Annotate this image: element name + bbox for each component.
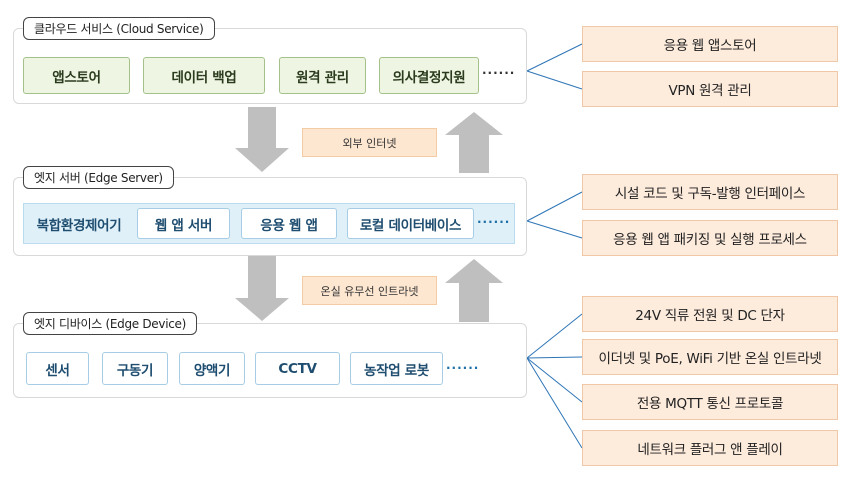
module-local-database: 로컬 데이터베이스 <box>347 208 474 239</box>
arrow-down-cloud-to-server <box>235 107 289 172</box>
feature-network-plug-and-play: 네트워크 플러그 앤 플레이 <box>582 430 838 466</box>
network-external-internet: 외부 인터넷 <box>302 128 437 157</box>
module-farming-robot: 농작업 로봇 <box>350 352 443 385</box>
feature-ethernet-poe-wifi: 이더넷 및 PoE, WiFi 기반 온실 인트라넷 <box>582 339 838 375</box>
cloud-more-dots: ······ <box>482 66 516 80</box>
module-actuator: 구동기 <box>102 352 168 385</box>
module-remote-management: 원격 관리 <box>279 57 366 94</box>
module-nutrient-supplier: 양액기 <box>179 352 245 385</box>
device-more-dots: ······ <box>446 361 480 375</box>
module-complex-env-controller: 복합환경제어기 <box>36 217 122 234</box>
server-more-dots: ······ <box>477 215 511 229</box>
arrow-up-device-to-server <box>445 259 503 322</box>
module-application-web-app: 응용 웹 앱 <box>241 208 337 239</box>
cloud-connectors <box>526 43 583 90</box>
module-data-backup: 데이터 백업 <box>143 57 265 94</box>
feature-app-web-appstore: 응용 웹 앱스토어 <box>582 26 838 62</box>
server-connectors <box>526 191 583 239</box>
module-appstore: 앱스토어 <box>23 57 130 94</box>
feature-mqtt-protocol: 전용 MQTT 통신 프로토콜 <box>582 384 838 420</box>
module-web-app-server: 웹 앱 서버 <box>137 208 230 239</box>
module-sensor: 센서 <box>26 352 89 385</box>
feature-facility-code-pubsub: 시설 코드 및 구독-발행 인터페이스 <box>582 174 838 210</box>
arrow-up-server-to-cloud <box>445 112 503 173</box>
module-decision-support: 의사결정지원 <box>379 57 479 94</box>
feature-vpn-remote-management: VPN 원격 관리 <box>582 71 838 107</box>
network-greenhouse-intranet: 온실 유무선 인트라넷 <box>302 276 437 305</box>
device-connectors <box>526 313 583 449</box>
feature-web-app-packaging: 응용 웹 앱 패키징 및 실행 프로세스 <box>582 220 838 256</box>
arrow-down-server-to-device <box>235 255 289 321</box>
module-cctv: CCTV <box>255 352 340 385</box>
feature-24v-dc-power: 24V 직류 전원 및 DC 단자 <box>582 296 838 332</box>
edge-server-label: 엣지 서버 (Edge Server) <box>23 166 174 189</box>
edge-device-label: 엣지 디바이스 (Edge Device) <box>23 312 197 335</box>
cloud-service-label: 클라우드 서비스 (Cloud Service) <box>23 17 215 40</box>
